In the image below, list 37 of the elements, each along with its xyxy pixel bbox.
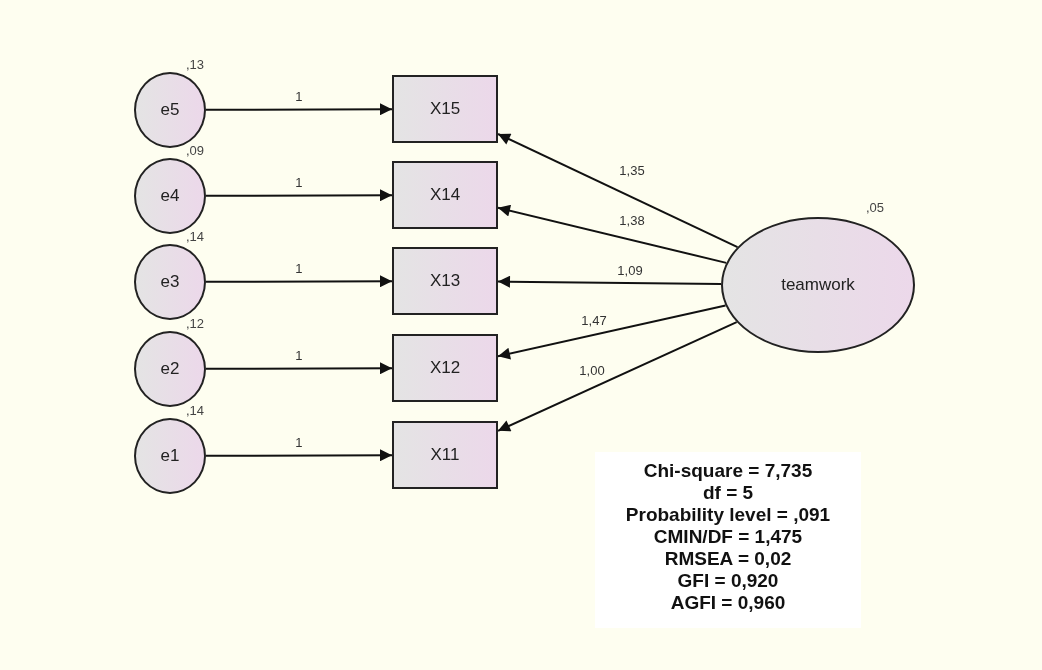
fit-statistic: df = 5 [702,482,754,504]
node-label: X11 [430,445,460,465]
observed-variable-box [392,421,498,489]
node-label: teamwork [781,275,855,295]
arrow [497,321,738,432]
observed-variable-box [392,75,498,143]
variance-label: ,13 [186,57,205,72]
arrow [205,103,393,116]
arrow [205,449,393,462]
node-label: e2 [160,359,180,379]
node-label: e5 [160,100,180,120]
node-label: X14 [429,185,461,205]
fit-statistic: Probability level = ,091 [625,504,831,526]
node-label: X15 [429,99,461,119]
fit-statistic: RMSEA = 0,02 [664,548,792,570]
node-label: e1 [160,446,180,466]
observed-variable-box [392,161,498,229]
variance-label: ,14 [186,403,205,418]
variance-label: ,12 [186,316,205,331]
arrow [205,275,393,288]
arrow [205,189,393,202]
variance-label: ,14 [186,229,205,244]
node-label: e3 [160,272,180,292]
observed-variable-box [392,247,498,315]
node-label: X12 [429,358,461,378]
arrow [497,275,722,288]
variance-label: ,05 [866,200,885,215]
fit-statistic: GFI = 0,920 [677,570,779,592]
arrow [205,362,393,375]
fit-statistic: AGFI = 0,960 [670,592,786,614]
observed-variable-box [392,334,498,402]
variance-label: ,09 [186,143,205,158]
fit-statistic: Chi-square = 7,735 [643,460,813,482]
node-label: e4 [160,186,180,206]
node-label: X13 [429,271,461,291]
fit-statistic: CMIN/DF = 1,475 [653,526,803,548]
arrow [497,133,739,249]
